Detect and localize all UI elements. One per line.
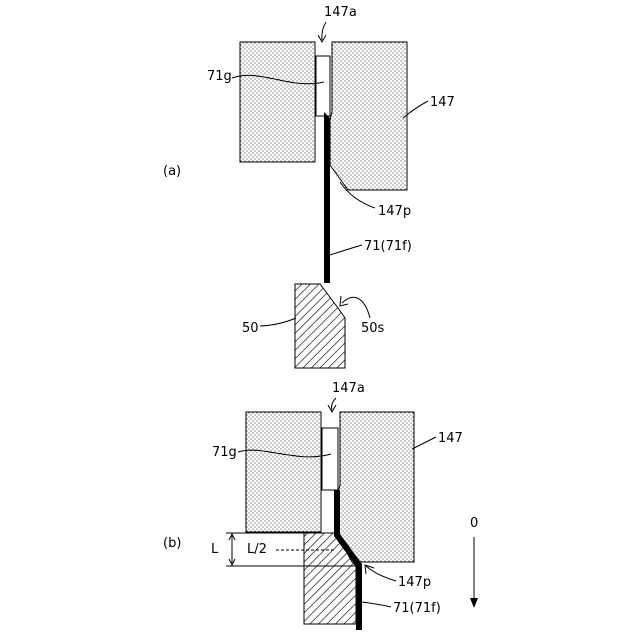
strip-label-b: 71(71f)	[393, 601, 441, 616]
strip-upper-part-b	[322, 428, 338, 490]
gap-arrow-a	[322, 22, 326, 40]
punch-slope-label-a: 50s	[361, 321, 385, 336]
panel-label-a: (a)	[163, 164, 181, 179]
punch-a	[295, 284, 345, 368]
die-slope-label-b: 147p	[398, 575, 431, 590]
strip-leader-b	[362, 602, 391, 607]
die-right-block-a	[330, 42, 407, 190]
strip-leader-a	[330, 245, 362, 255]
die-label-b: 147	[438, 431, 463, 446]
strip-label-a: 71(71f)	[364, 239, 412, 254]
punch-leader-a	[260, 318, 296, 326]
figure-b: (b) L L/2 147a 71g 147 147p 71(71f)	[163, 381, 478, 630]
strip-upper-label-b: 71g	[212, 445, 237, 460]
punch-label-a: 50	[242, 321, 259, 336]
stroke-length-label: L	[211, 542, 219, 557]
die-right-block-b	[338, 412, 414, 562]
motion-arrowhead-icon	[470, 598, 478, 608]
die-left-block-a	[240, 42, 315, 162]
strip-a	[324, 112, 330, 283]
punch-slope-arrow-a	[342, 297, 370, 318]
figure-a: (a) 147a 71g 147 147p 71(71f) 50 50s	[163, 5, 455, 368]
panel-label-b: (b)	[163, 536, 181, 551]
strip-upper-label-a: 71g	[207, 69, 232, 84]
die-leader-b	[412, 437, 436, 449]
die-left-block-b	[246, 412, 321, 532]
gap-label-b: 147a	[332, 381, 365, 396]
half-stroke-label: L/2	[247, 542, 267, 557]
die-slope-arrow-b	[366, 566, 396, 581]
gap-label-a: 147a	[324, 5, 357, 20]
strip-upper-part-a	[316, 56, 330, 116]
motion-origin-label: 0	[470, 516, 478, 531]
die-slope-label-a: 147p	[378, 204, 411, 219]
die-label-a: 147	[430, 95, 455, 110]
